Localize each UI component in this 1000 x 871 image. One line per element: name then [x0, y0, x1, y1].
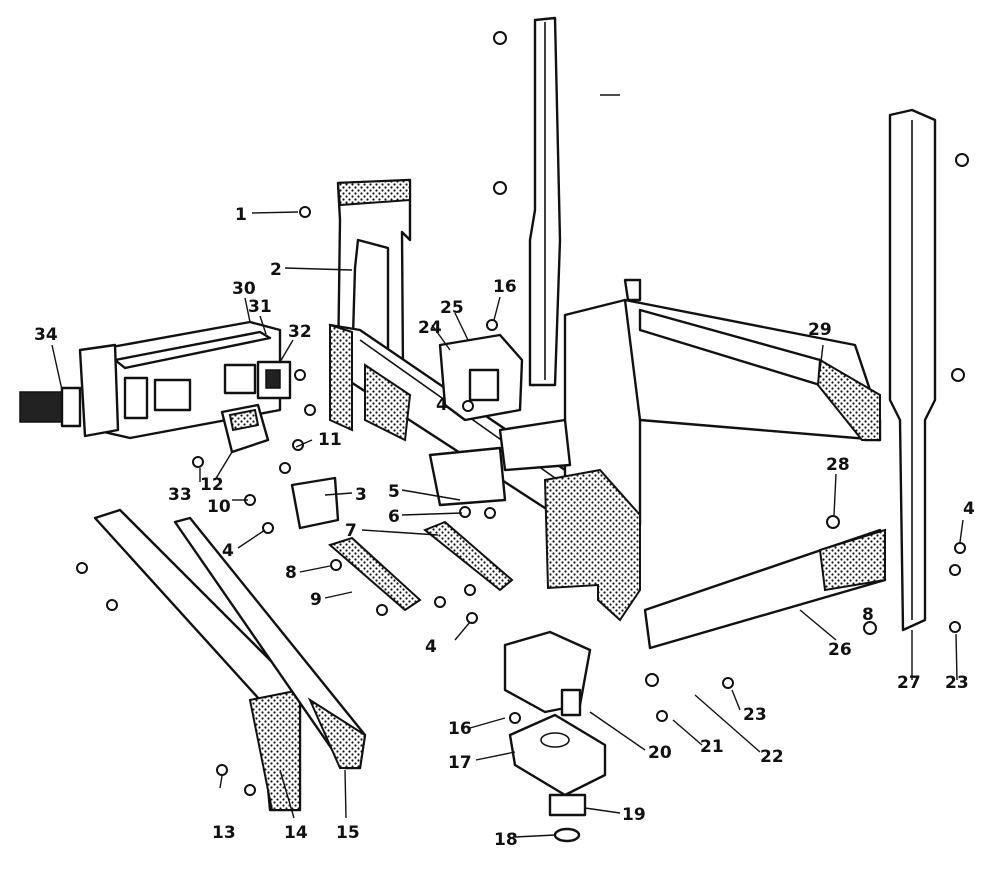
- callout-23: 23: [945, 673, 969, 693]
- callout-28: 28: [826, 455, 850, 475]
- part-29-rail: [638, 308, 882, 442]
- part-24-bracket: [438, 333, 524, 422]
- part-15-rail: [173, 516, 367, 770]
- callout-13: 13: [212, 823, 236, 843]
- callout-8: 8: [285, 563, 297, 583]
- leader-lines: [51, 94, 964, 838]
- callout-6: 6: [388, 507, 400, 527]
- callout-9: 9: [310, 590, 322, 610]
- part-20-hinge: [503, 630, 592, 717]
- callout-3: 3: [355, 485, 367, 505]
- callout-21: 21: [700, 737, 724, 757]
- callout-10: 10: [207, 497, 231, 517]
- part-12-bracket: [220, 403, 270, 454]
- callout-26: 26: [828, 640, 852, 660]
- part-26-plate: [643, 528, 887, 650]
- part-5-bracket: [428, 446, 507, 507]
- callout-2: 2: [270, 260, 282, 280]
- callout-15: 15: [336, 823, 360, 843]
- callout-16: 16: [493, 277, 517, 297]
- callout-14: 14: [284, 823, 308, 843]
- part-34-wire-harness: [19, 386, 82, 428]
- callout-20: 20: [648, 743, 672, 763]
- callout-1: 1: [235, 205, 247, 225]
- callout-23: 23: [743, 705, 767, 725]
- callout-11: 11: [318, 430, 342, 450]
- callout-32: 32: [288, 322, 312, 342]
- callout-16: 16: [448, 719, 472, 739]
- callout-7: 7: [345, 521, 357, 541]
- callout-17: 17: [448, 753, 472, 773]
- part-2-bracket: [336, 178, 412, 374]
- callout-19: 19: [622, 805, 646, 825]
- part-32-switch: [256, 360, 292, 400]
- part-17-plate: [508, 713, 607, 797]
- callout-8: 8: [862, 605, 874, 625]
- callout-25: 25: [440, 298, 464, 318]
- part-3-clip: [290, 476, 340, 530]
- callout-4: 4: [425, 637, 437, 657]
- callout-labels: 1 2 3 4 4 4 4 5 6 7 8 8 9 10 11 12 13 14…: [34, 205, 975, 850]
- callout-27: 27: [897, 673, 921, 693]
- callout-30: 30: [232, 279, 256, 299]
- callout-4: 4: [963, 499, 975, 519]
- part-14-rail: [93, 508, 302, 812]
- callout-4: 4: [222, 541, 234, 561]
- part-9-strip: [327, 536, 422, 612]
- callout-22: 22: [760, 747, 784, 767]
- callout-5: 5: [388, 482, 400, 502]
- callout-29: 29: [808, 320, 832, 340]
- callout-34: 34: [34, 325, 58, 345]
- callout-18: 18: [494, 830, 518, 850]
- part-27-slide: [888, 108, 969, 632]
- callout-12: 12: [200, 475, 224, 495]
- screws: [76, 206, 966, 796]
- upper-vertical-slide: [493, 16, 562, 387]
- central-housing: [498, 278, 882, 622]
- callout-31: 31: [248, 297, 272, 317]
- callout-4: 4: [436, 395, 448, 415]
- callout-33: 33: [168, 485, 192, 505]
- callout-24: 24: [418, 318, 442, 338]
- part-19-foot: [548, 793, 587, 843]
- part-7-strip: [423, 520, 514, 592]
